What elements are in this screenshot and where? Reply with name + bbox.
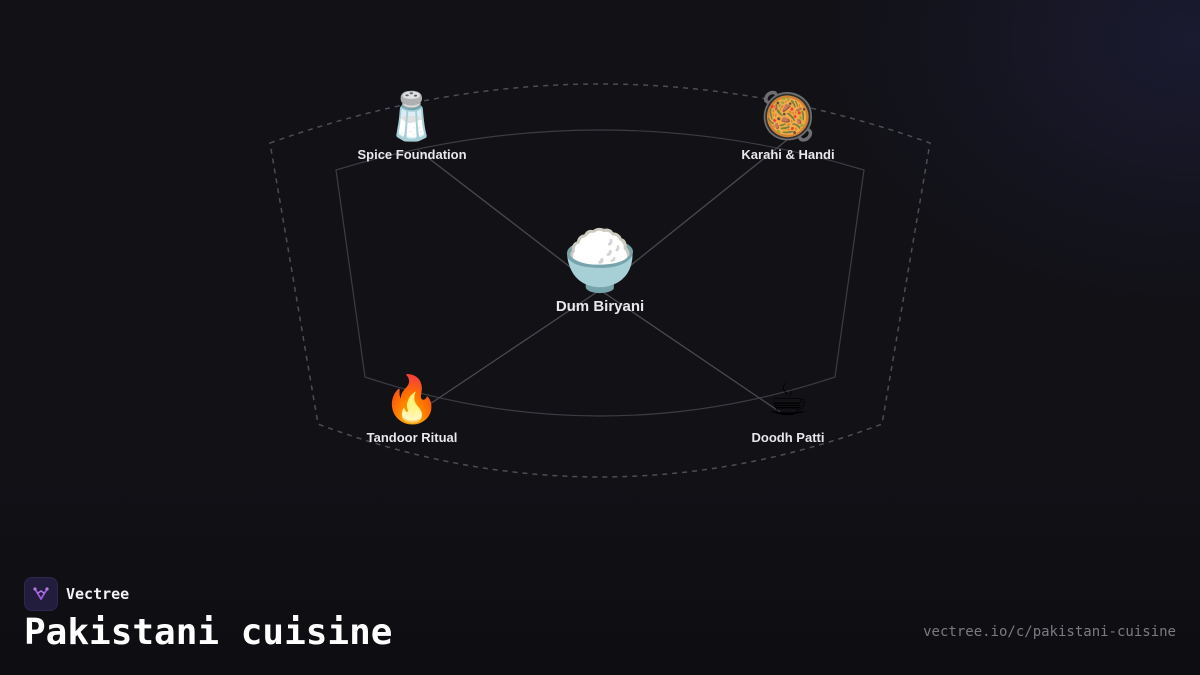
center-node[interactable]: 🍚 Dum Biryani bbox=[500, 228, 700, 315]
connector-doodh-patti bbox=[599, 289, 781, 413]
shallow-pan-of-food-icon: 🥘 bbox=[759, 89, 817, 143]
salt-shaker-icon: 🧂 bbox=[383, 89, 441, 143]
outer-dashed-outline bbox=[269, 83, 931, 478]
page-title: Pakistani cuisine bbox=[24, 612, 393, 653]
connector-tandoor-ritual bbox=[417, 289, 601, 413]
node-label: Doodh Patti bbox=[751, 430, 825, 445]
page-url[interactable]: vectree.io/c/pakistani-cuisine bbox=[923, 624, 1176, 640]
node-label: Tandoor Ritual bbox=[366, 430, 458, 445]
inner-outline bbox=[335, 129, 865, 417]
node-label: Karahi & Handi bbox=[741, 147, 835, 162]
center-node-label: Dum Biryani bbox=[555, 298, 645, 315]
fire-icon: 🔥 bbox=[383, 372, 441, 426]
rice-bowl-icon: 🍚 bbox=[562, 226, 638, 296]
hot-beverage-icon: ☕ bbox=[767, 372, 809, 426]
vectree-logo-icon bbox=[24, 577, 58, 611]
connector-spice-foundation bbox=[417, 149, 601, 291]
node-karahi-handi[interactable]: 🥘 Karahi & Handi bbox=[688, 89, 888, 162]
brand[interactable]: Vectree bbox=[24, 577, 129, 611]
connector-karahi-handi bbox=[599, 139, 788, 291]
node-doodh-patti[interactable]: ☕ Doodh Patti bbox=[688, 372, 888, 445]
node-spice-foundation[interactable]: 🧂 Spice Foundation bbox=[312, 89, 512, 162]
node-tandoor-ritual[interactable]: 🔥 Tandoor Ritual bbox=[312, 372, 512, 445]
node-label: Spice Foundation bbox=[357, 147, 467, 162]
brand-name: Vectree bbox=[66, 585, 130, 603]
